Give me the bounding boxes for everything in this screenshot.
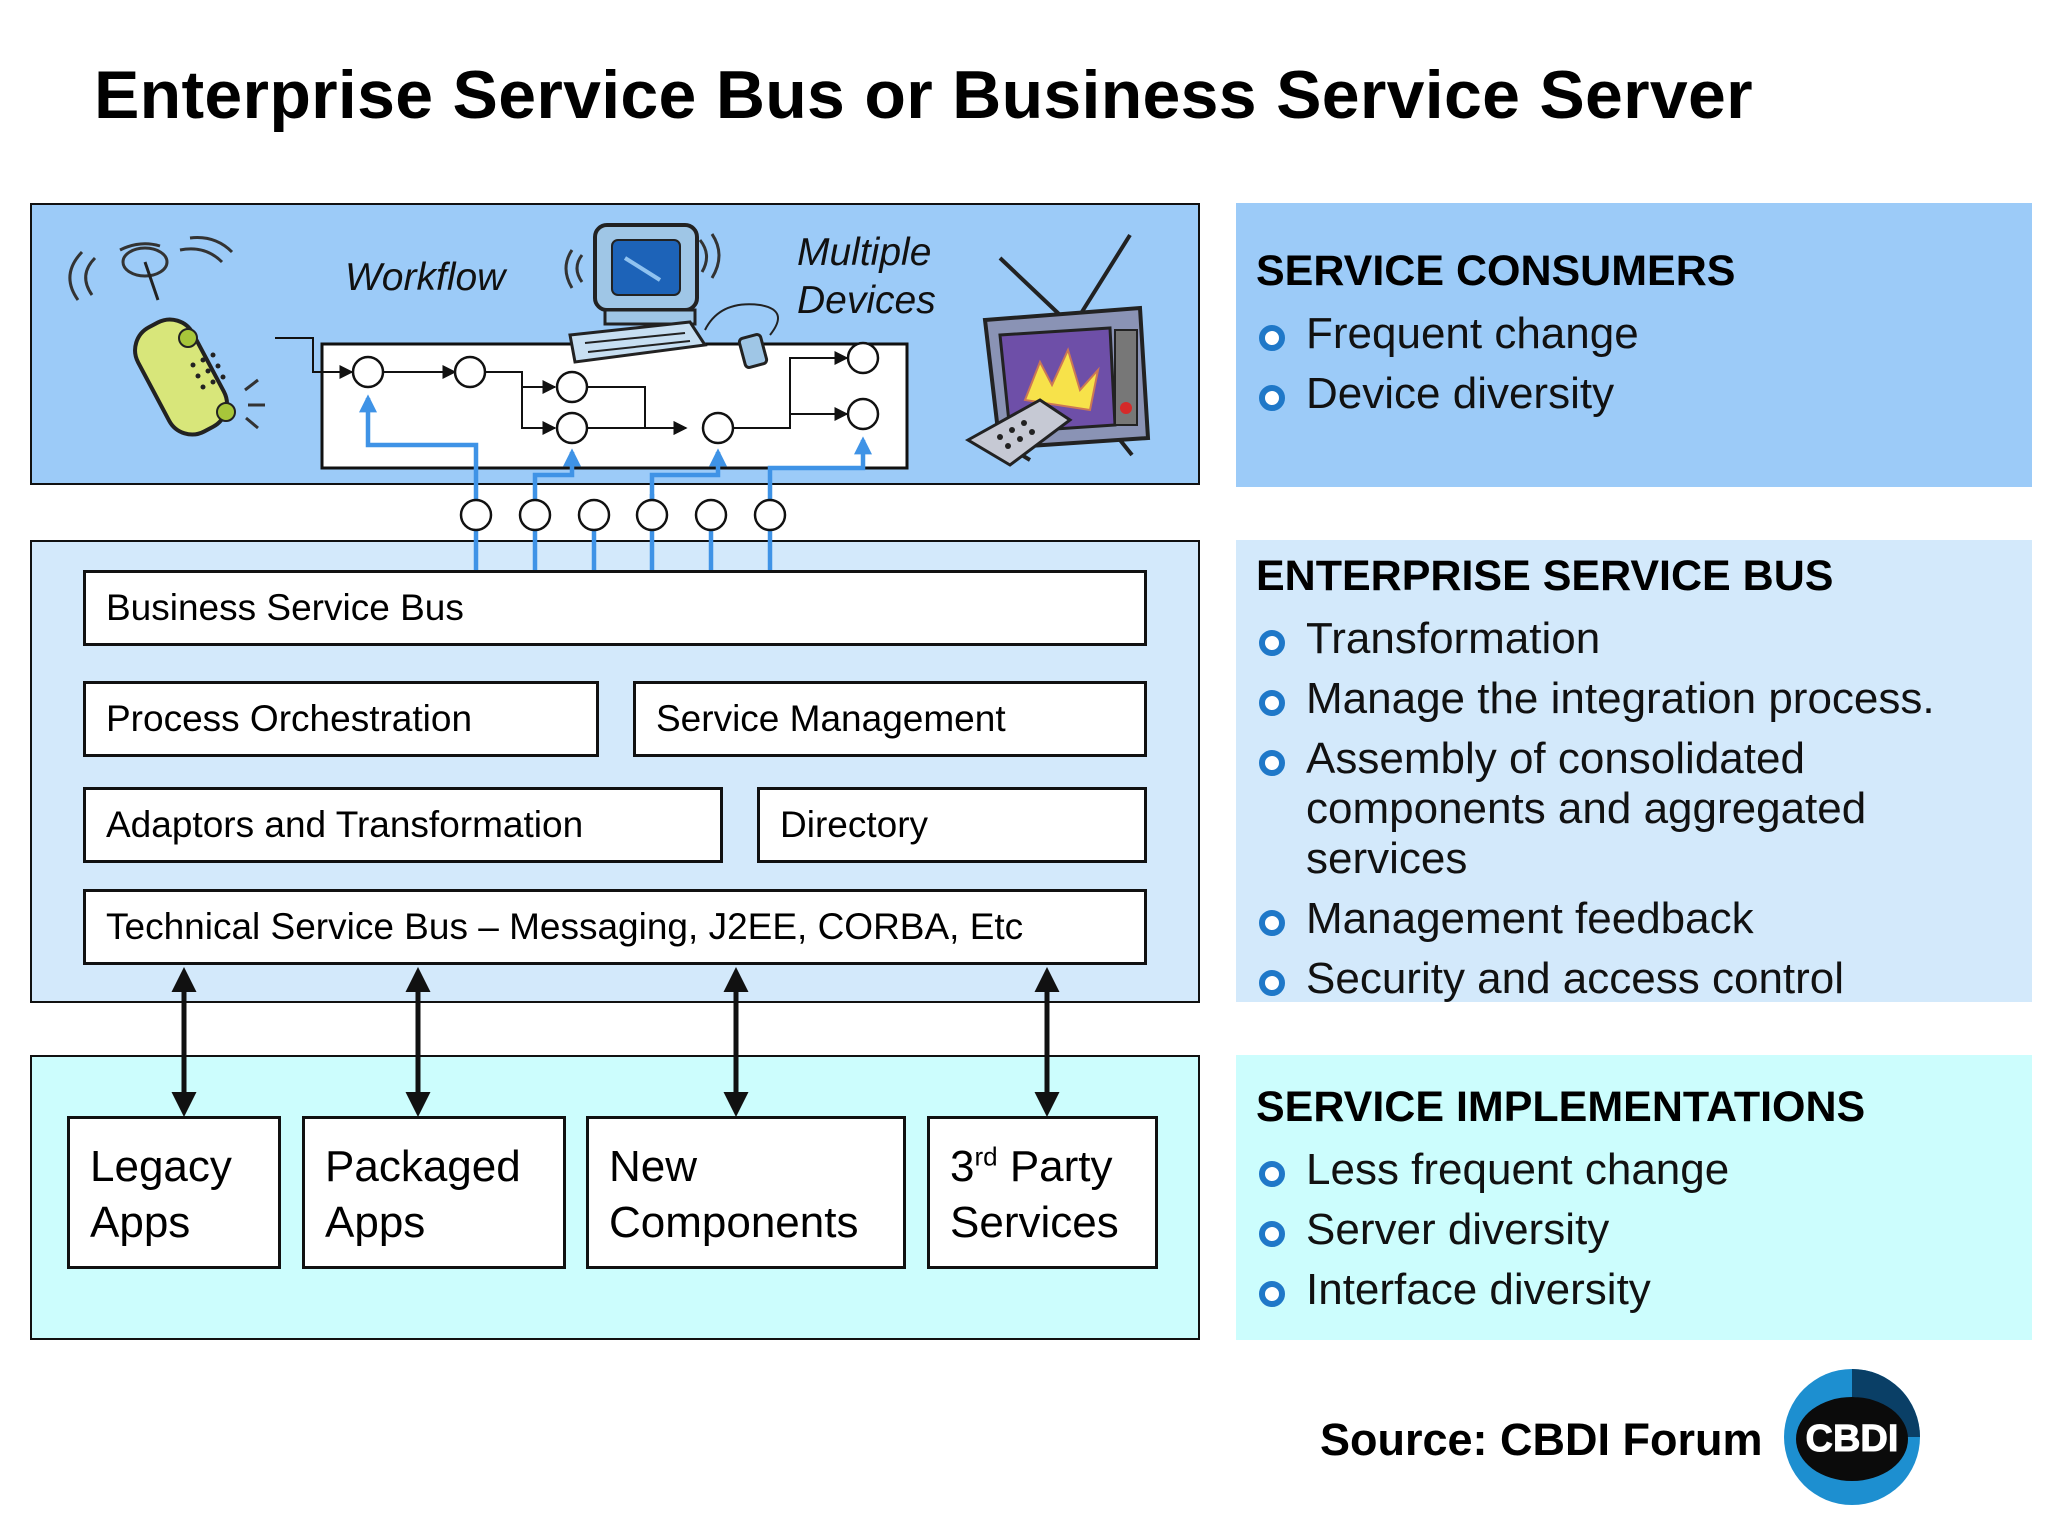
business-service-bus-label: Business Service Bus: [106, 587, 464, 628]
bullet-icon: [1259, 630, 1285, 656]
blue-connector: [649, 448, 727, 500]
service-management-label: Service Management: [656, 698, 1006, 739]
service-implementations-list: Less frequent change Server diversity In…: [1256, 1145, 2032, 1315]
workflow-entry-edge: [275, 337, 354, 379]
bullet-icon: [1259, 690, 1285, 716]
blue-connector: [532, 448, 581, 500]
enterprise-service-bus-layer: Business Service Bus Process Orchestrati…: [30, 540, 1200, 1003]
workflow-edge: [734, 351, 849, 429]
bullet-icon: [1259, 750, 1285, 776]
bullet-icon: [1259, 910, 1285, 936]
legacy-apps-line2: Apps: [90, 1198, 191, 1247]
business-service-bus-box: Business Service Bus: [83, 570, 1147, 646]
bullet-icon: [1259, 325, 1285, 351]
bullet-icon: [1259, 385, 1285, 411]
workflow-node: [453, 355, 487, 389]
desktop-computer-icon: [564, 223, 779, 369]
bullet-icon: [1259, 970, 1285, 996]
cbdi-logo: CBDI: [1784, 1369, 1920, 1505]
workflow-diagram-box: [320, 342, 909, 470]
new-components-line2: Components: [609, 1198, 859, 1247]
list-item: Frequent change: [1256, 309, 2032, 359]
directory-label: Directory: [780, 804, 929, 845]
third-party-services-box: 3rd Party Services: [927, 1116, 1158, 1269]
service-implementations-description: SERVICE IMPLEMENTATIONS Less frequent ch…: [1236, 1055, 2032, 1340]
blue-connector: [767, 436, 872, 500]
bullet-icon: [1259, 1281, 1285, 1307]
source-credit: Source: CBDI Forum: [1320, 1414, 1763, 1465]
list-item: Less frequent change: [1256, 1145, 2032, 1195]
third-party-services-line2: Services: [950, 1198, 1119, 1247]
packaged-apps-box: Packaged Apps: [302, 1116, 566, 1269]
enterprise-service-bus-description: ENTERPRISE SERVICE BUS Transformation Ma…: [1236, 540, 2032, 1004]
service-consumers-list: Frequent change Device diversity: [1256, 309, 2032, 419]
service-implementations-layer: Legacy Apps Packaged Apps New Components…: [30, 1055, 1200, 1340]
service-implementations-heading: SERVICE IMPLEMENTATIONS: [1256, 1083, 1866, 1131]
page-title: Enterprise Service Bus or Business Servi…: [94, 57, 1753, 133]
workflow-label: Workflow: [345, 256, 506, 299]
bullet-icon: [1259, 1161, 1285, 1187]
service-consumers-description: SERVICE CONSUMERS Frequent change Device…: [1236, 203, 2032, 487]
list-item: Security and access control: [1256, 954, 2032, 1004]
technical-service-bus-label: Technical Service Bus – Messaging, J2EE,…: [106, 906, 1024, 947]
service-interface-node: [518, 498, 552, 532]
process-orchestration-label: Process Orchestration: [106, 698, 473, 739]
service-interface-node: [694, 498, 728, 532]
legacy-apps-box: Legacy Apps: [67, 1116, 281, 1269]
list-item: Management feedback: [1256, 894, 2032, 944]
process-orchestration-box: Process Orchestration: [83, 681, 599, 757]
third-party-services-line1: 3rd Party: [950, 1141, 1113, 1191]
adaptors-transformation-label: Adaptors and Transformation: [106, 804, 584, 845]
enterprise-service-bus-list: Transformation Manage the integration pr…: [1256, 614, 2032, 1004]
list-item: Interface diversity: [1256, 1265, 2032, 1315]
workflow-node: [351, 355, 385, 389]
new-components-line1: New: [609, 1142, 698, 1191]
service-consumers-heading: SERVICE CONSUMERS: [1256, 247, 1736, 295]
legacy-apps-line1: Legacy: [90, 1142, 232, 1191]
list-item: Device diversity: [1256, 369, 2032, 419]
mobile-phone-icon: [68, 236, 265, 437]
adaptors-transformation-box: Adaptors and Transformation: [83, 787, 723, 863]
list-item: Transformation: [1256, 614, 2032, 664]
workflow-node: [555, 370, 589, 404]
workflow-edge: [521, 372, 557, 435]
service-interface-node: [577, 498, 611, 532]
service-management-box: Service Management: [633, 681, 1147, 757]
bullet-icon: [1259, 1221, 1285, 1247]
list-item: Server diversity: [1256, 1205, 2032, 1255]
television-icon: [964, 233, 1151, 467]
packaged-apps-line2: Apps: [325, 1198, 426, 1247]
workflow-node: [846, 397, 880, 431]
service-interface-node: [459, 498, 493, 532]
workflow-node: [846, 341, 880, 375]
packaged-apps-line1: Packaged: [325, 1142, 521, 1191]
multiple-devices-label: Multiple Devices: [797, 231, 936, 322]
new-components-box: New Components: [586, 1116, 906, 1269]
logo-text: CBDI: [1806, 1418, 1899, 1460]
service-interface-node: [753, 498, 787, 532]
directory-box: Directory: [757, 787, 1147, 863]
workflow-node: [555, 411, 589, 445]
blue-connector: [359, 394, 479, 500]
technical-service-bus-box: Technical Service Bus – Messaging, J2EE,…: [83, 889, 1147, 965]
workflow-node: [701, 411, 735, 445]
list-item: Manage the integration process.: [1256, 674, 2032, 724]
enterprise-service-bus-heading: ENTERPRISE SERVICE BUS: [1256, 552, 1834, 600]
service-interface-node: [635, 498, 669, 532]
